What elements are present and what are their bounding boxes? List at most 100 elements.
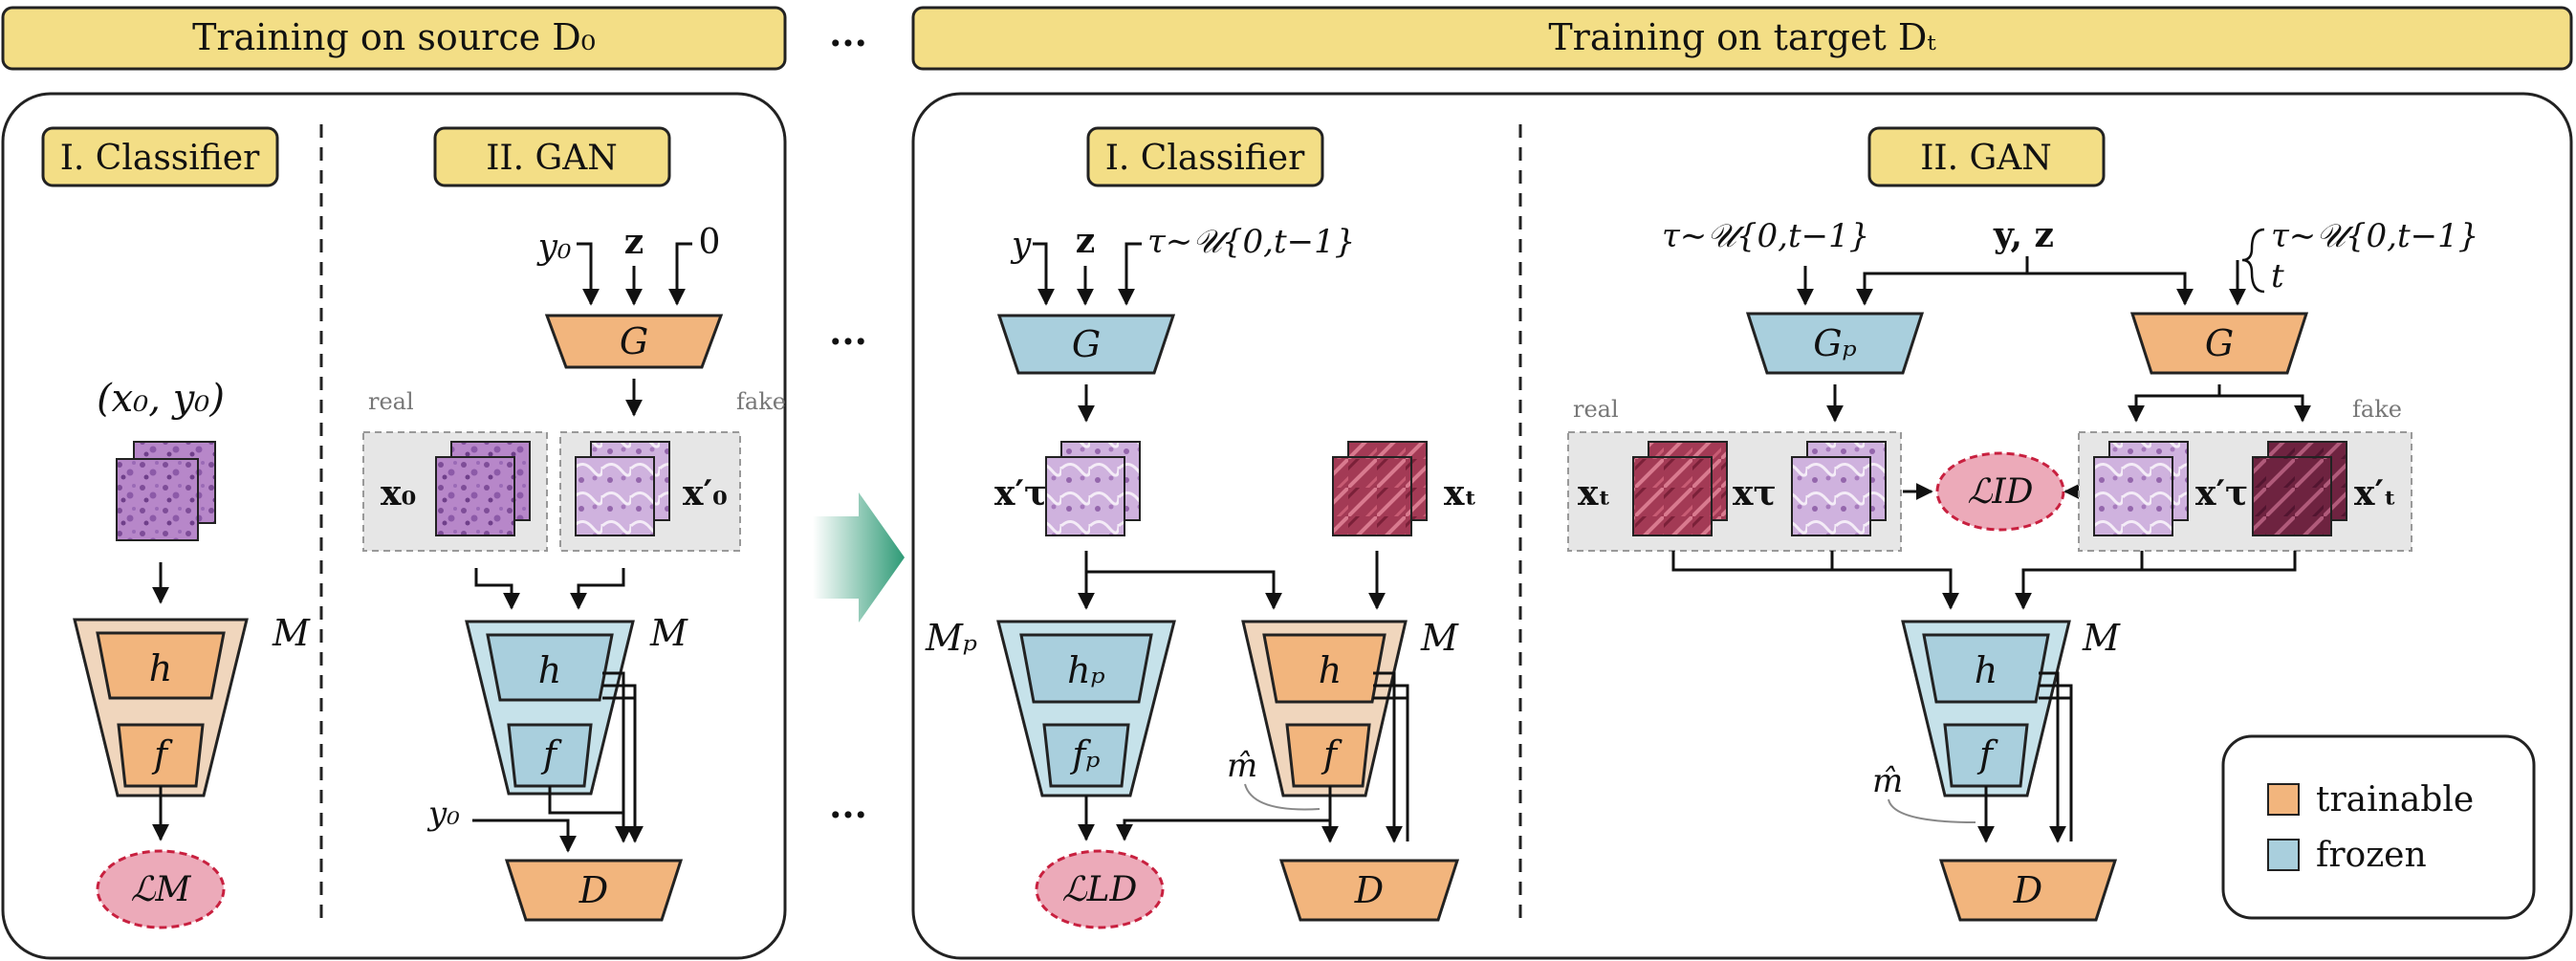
bottom-ellipsis: ...: [829, 783, 867, 826]
hp-label: hₚ: [1067, 649, 1105, 691]
gan-xtaup-label: x′τ: [2195, 473, 2248, 513]
target-cls-discriminator: [1278, 859, 1460, 922]
source-classifier-title-box: [41, 126, 279, 187]
target-banner-label: Training on target Dₜ: [1548, 16, 1936, 58]
features-h1-to-d: [602, 671, 632, 843]
gan-xt-image-front: [1632, 456, 1713, 536]
source-input-pair: (x₀, y₀): [97, 377, 225, 421]
real-label-right: real: [1573, 396, 1619, 423]
source-gan-title: II. GAN: [486, 139, 618, 178]
source-classifier-title: I. Classifier: [60, 139, 260, 178]
target-gan-title: II. GAN: [1920, 139, 2052, 178]
target-gan-title-box: [1867, 126, 2106, 187]
source-generator-label: G: [620, 320, 648, 362]
fake-label-left: fake: [736, 388, 786, 415]
arrow-g-to-xtp: [2219, 394, 2311, 423]
arrow-fake-to-m2: [2015, 551, 2144, 610]
target-cls-generator: [996, 314, 1176, 375]
arrow-yz-to-g: [2027, 272, 2194, 306]
target-gan-model-m-label: M: [2082, 617, 2121, 659]
gan-model-m-label: M: [649, 612, 688, 654]
loss-m-label: ℒM: [131, 870, 192, 909]
gan-tau-left: τ∼𝒰{0,t−1}: [1662, 217, 1869, 255]
legend-frozen-label: frozen: [2316, 836, 2427, 875]
source-f-block: [117, 723, 205, 788]
target-gan-discriminator-label: D: [2013, 869, 2042, 911]
loss-m: [96, 849, 226, 929]
cls-input-y: y: [1010, 226, 1032, 265]
arrow-f-to-loss: [1116, 819, 1330, 841]
arrow-zero-to-g: [668, 242, 692, 306]
gan-t: t: [2271, 257, 2284, 295]
target-gan-h-label: h: [1975, 649, 1997, 691]
fake-label-right: fake: [2352, 396, 2402, 423]
target-gan-generator-label: G: [2205, 322, 2234, 364]
source-gan-title-box: [433, 126, 671, 187]
loss-id-label: ℒID: [1967, 472, 2033, 512]
gan-xtp-label: x′ₜ: [2354, 473, 2396, 513]
gan-y0-input: y₀: [426, 795, 460, 833]
arrow-y0-to-d: [472, 819, 577, 853]
source-generator: [544, 314, 724, 369]
target-gan-features-h1: [2039, 671, 2066, 843]
source-discriminator-label: D: [579, 869, 608, 911]
legend: [2221, 734, 2536, 920]
gan-xtau-label: xτ: [1733, 473, 1777, 513]
loss-id: [1935, 451, 2065, 532]
target-gan-f-block: [1943, 723, 2029, 788]
features-f: [548, 786, 623, 815]
mhat-label: m̂: [1227, 747, 1257, 785]
target-classifier-title-box: [1086, 126, 1324, 187]
arrow-g-to-xtaup: [2128, 384, 2221, 423]
cls-input-z: z: [1076, 221, 1095, 261]
fake-x0p-label: x′₀: [683, 473, 728, 513]
target-gan-discriminator: [1938, 859, 2118, 922]
model-mp-label: Mₚ: [925, 617, 977, 659]
target-features-h1: [1373, 671, 1403, 843]
target-features-h2: [1373, 684, 1409, 841]
fp-label: fₚ: [1069, 733, 1100, 775]
mhat2-label: m̂: [1872, 762, 1903, 800]
target-h-label: h: [1319, 649, 1342, 691]
gan-tau-right: τ∼𝒰{0,t−1}: [2271, 217, 2478, 255]
gan-input-zero: 0: [699, 223, 721, 262]
gan-h-block: [486, 633, 614, 702]
target-cls-discriminator-label: D: [1354, 869, 1384, 911]
real-image-front: [435, 456, 515, 536]
xtau-label: x′τ: [994, 473, 1047, 513]
gp-generator: [1745, 312, 1925, 375]
source-image-front: [116, 458, 199, 541]
fp-block: [1042, 723, 1130, 788]
xt-label: xₜ: [1444, 473, 1477, 513]
loss-ld: [1035, 849, 1165, 929]
gan-xtau-image-front: [1791, 456, 1871, 536]
gan-f-block: [507, 723, 593, 788]
arrow-fake-to-m: [570, 568, 625, 610]
gan-xt-label: xₜ: [1578, 473, 1611, 513]
target-gan-generator: [2129, 312, 2309, 375]
features-h2-to-d: [602, 684, 644, 843]
arrow-real-to-m: [474, 568, 520, 610]
gan-h-label: h: [538, 649, 561, 691]
arrow-tau-to-g: [1118, 242, 1142, 306]
hp-block: [1019, 633, 1153, 704]
target-model-m-label: M: [1420, 617, 1459, 659]
target-f-block: [1285, 723, 1371, 788]
gan-input-y0: y₀: [536, 228, 572, 267]
real-label-left: real: [368, 388, 414, 415]
target-h-block: [1262, 633, 1386, 704]
arrow-y0-to-g: [577, 242, 600, 306]
gp-generator-label: Gₚ: [1813, 322, 1857, 364]
gan-yz: y, z: [1993, 215, 2054, 255]
mid-ellipsis: ...: [829, 310, 867, 353]
source-h-block: [96, 631, 226, 700]
arrow-y-to-g: [1033, 242, 1055, 306]
xtau-image-front: [1045, 456, 1125, 536]
brace: [2241, 228, 2265, 294]
arrow-yz-to-gp: [1856, 256, 2029, 306]
legend-trainable-label: trainable: [2316, 780, 2474, 819]
mhat-callout: [1244, 783, 1321, 811]
gan-input-z: z: [624, 222, 644, 262]
source-discriminator: [504, 859, 684, 922]
